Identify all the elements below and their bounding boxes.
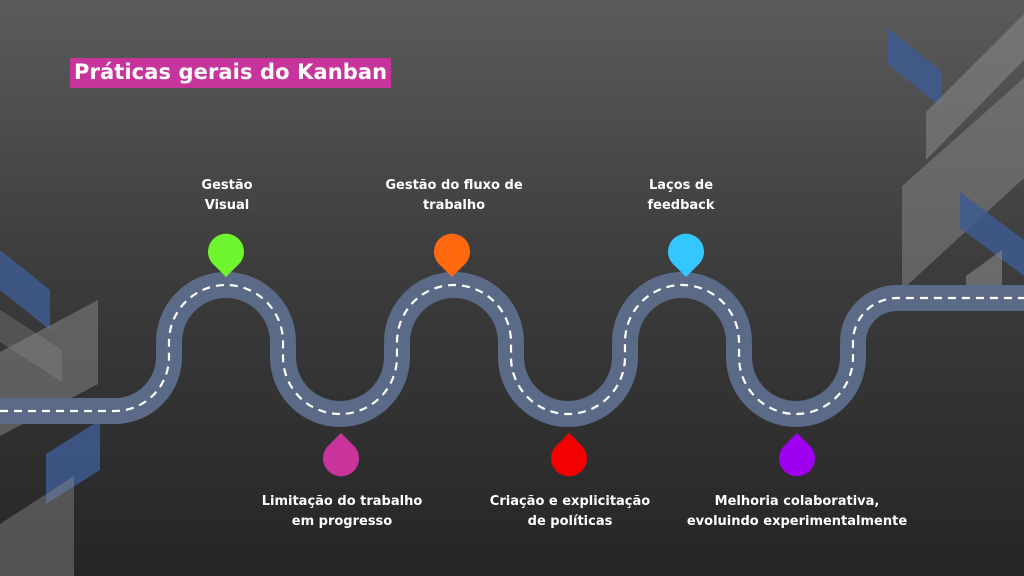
location-pin-icon <box>433 233 470 277</box>
location-pin-icon <box>779 433 815 477</box>
location-pin-icon <box>208 233 244 277</box>
practice-label-wip-limit: Limitação do trabalho em progresso <box>261 494 423 529</box>
road-center-line <box>0 283 1024 416</box>
practice-label-visual-management: Gestão Visual <box>201 178 253 213</box>
location-pin-icon <box>551 433 587 477</box>
decor-shape <box>888 28 942 108</box>
decor-shape <box>902 78 1024 290</box>
decor-shape <box>46 420 100 504</box>
practice-label-feedback-loops: Laços de feedback <box>647 178 715 213</box>
location-pins <box>208 233 815 477</box>
location-pin-icon <box>668 233 704 277</box>
decorative-shapes <box>0 14 1024 576</box>
location-pin-icon <box>323 433 359 477</box>
decor-shape <box>926 14 1024 160</box>
decor-shape <box>0 310 62 382</box>
decor-shape <box>0 250 50 330</box>
practice-label-flow-management: Gestão do fluxo de trabalho <box>385 178 523 213</box>
decor-shape <box>960 192 1024 276</box>
page-title: Práticas gerais do Kanban <box>70 58 392 88</box>
decor-shape <box>0 476 74 576</box>
decor-shape <box>966 250 1002 286</box>
road <box>0 272 1024 427</box>
practice-label-collaborative-improvement: Melhoria colaborativa, evoluindo experim… <box>686 494 908 529</box>
practice-label-explicit-policies: Criação e explicitação de políticas <box>489 494 651 529</box>
